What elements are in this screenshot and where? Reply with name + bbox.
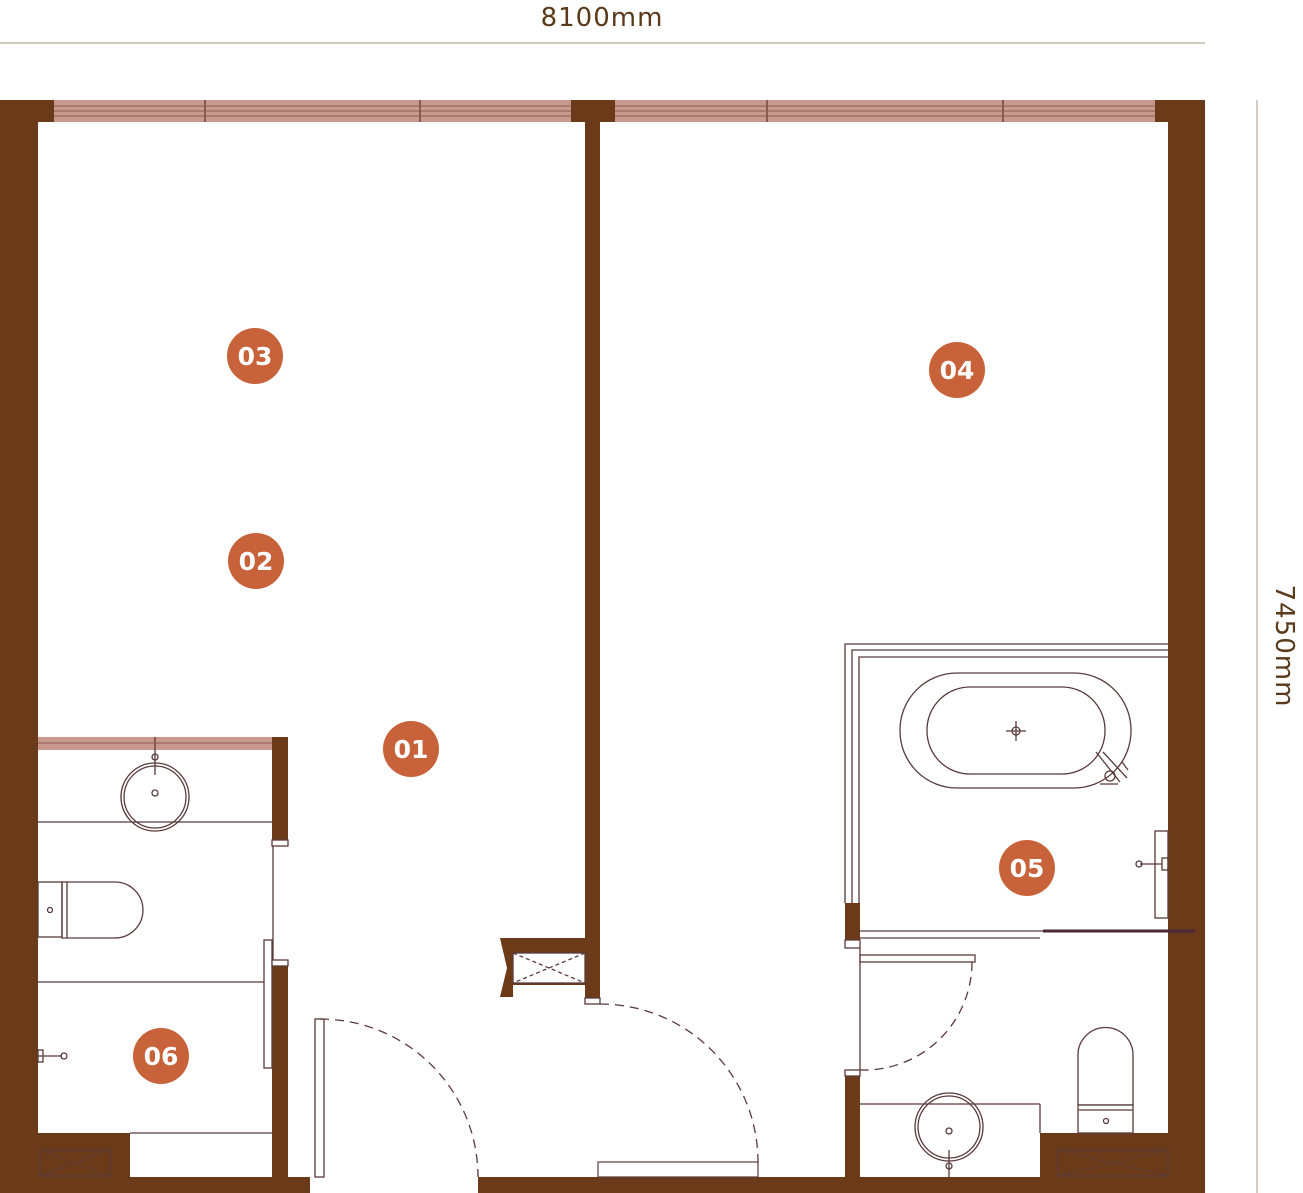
room-marker-04-label: 04: [940, 356, 975, 385]
room-markers: 01 02 03 04 05 06: [133, 328, 1055, 1084]
room-marker-05-label: 05: [1010, 854, 1045, 883]
window-top-left: [54, 100, 571, 122]
room-marker-01-label: 01: [394, 735, 429, 764]
toilet-left: [37, 881, 144, 939]
bathtub: [899, 672, 1132, 789]
window-bathroom-left: [38, 737, 272, 750]
room-marker-03: 03: [227, 328, 283, 384]
sliding-door-panel: [263, 939, 273, 1069]
interior-lines: [38, 821, 1195, 1134]
windows: [38, 100, 1155, 750]
room-marker-06: 06: [133, 1028, 189, 1084]
room-marker-02: 02: [228, 533, 284, 589]
toilet-right: [1077, 1026, 1134, 1134]
bedroom-door: [584, 997, 759, 1163]
bathroom-door: [844, 939, 976, 1077]
dimension-width: 8100mm: [0, 3, 1205, 44]
entry-door: [314, 1018, 479, 1178]
basin-right: [914, 1092, 984, 1177]
shower-tap-left-icon: [37, 1049, 68, 1063]
room-marker-04: 04: [929, 342, 985, 398]
wc-door-stops: [271, 839, 289, 967]
room-marker-03-label: 03: [238, 342, 273, 371]
basin-left: [120, 750, 190, 832]
bath-tap-icon: [1095, 751, 1129, 785]
walls: [0, 100, 1205, 1193]
window-top-right: [615, 100, 1155, 122]
dimension-height: 7450mm: [1256, 100, 1299, 1193]
bath-glass-screen: [844, 643, 1168, 903]
cupboard-right: [1057, 1149, 1169, 1177]
room-marker-06-label: 06: [144, 1042, 179, 1071]
room-marker-01: 01: [383, 721, 439, 777]
height-dimension-label: 7450mm: [1269, 585, 1299, 708]
width-dimension-label: 8100mm: [541, 3, 664, 33]
cupboard-left: [39, 1149, 111, 1177]
cupboard-center: [512, 952, 586, 984]
room-marker-05: 05: [999, 840, 1055, 896]
shower-tap-icon: [1135, 830, 1169, 919]
room-marker-02-label: 02: [239, 547, 274, 576]
